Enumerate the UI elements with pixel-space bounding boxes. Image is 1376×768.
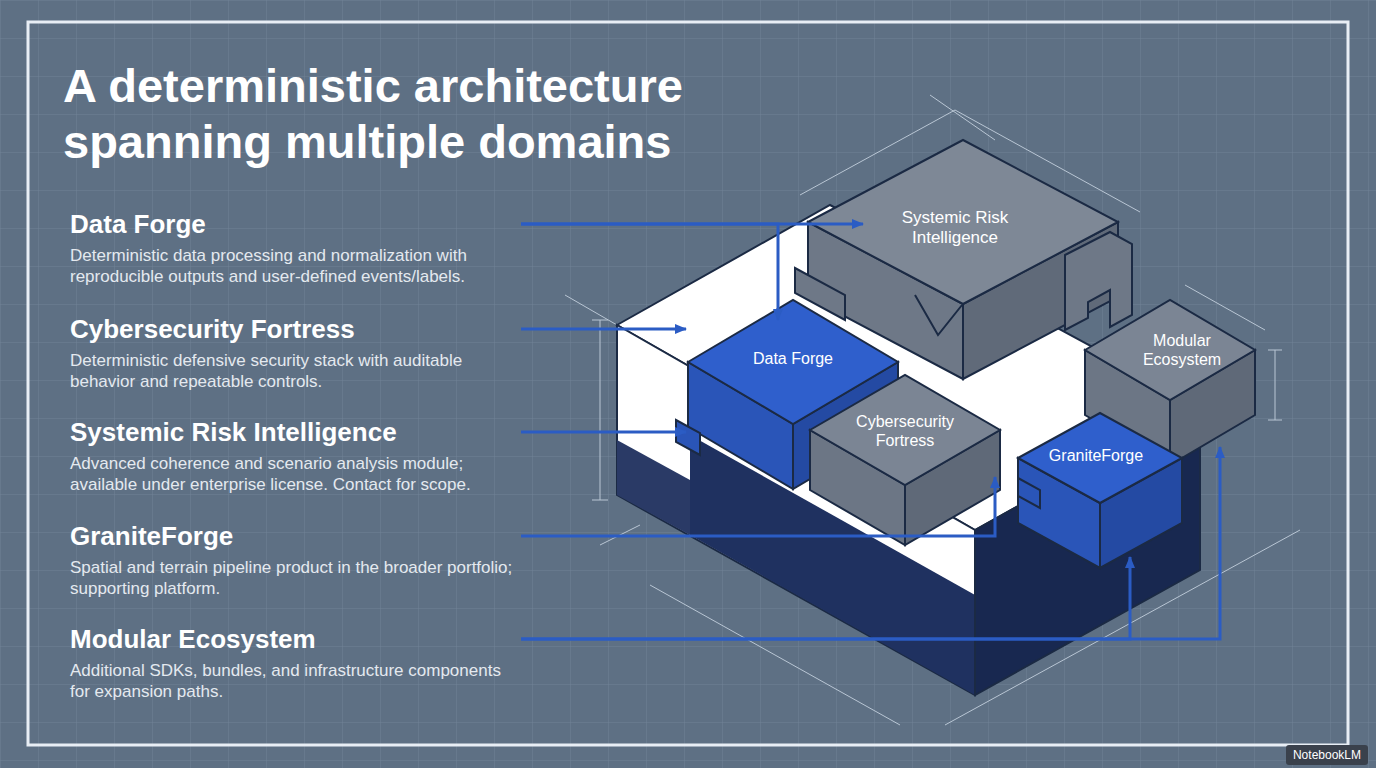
list-item: Data ForgeDeterministic data processing … — [70, 207, 515, 287]
watermark: NotebookLM — [1286, 745, 1368, 765]
list-item: Systemic Risk IntelligenceAdvanced coher… — [70, 415, 515, 495]
leader-arrow — [521, 223, 863, 226]
list-item: Cybersecurity FortressDeterministic defe… — [70, 312, 515, 392]
item-heading: Modular Ecosystem — [70, 622, 316, 656]
block-top — [1085, 300, 1255, 400]
item-description: Advanced coherence and scenario analysis… — [70, 453, 515, 495]
leader-arrow — [521, 557, 1130, 639]
block-label: Modular Ecosystem — [1122, 331, 1242, 369]
module-block: GraniteForge — [1027, 435, 1165, 555]
item-description: Deterministic data processing and normal… — [70, 245, 515, 287]
item-description: Spatial and terrain pipeline product in … — [70, 557, 515, 599]
title: A deterministic architecture spanning mu… — [63, 58, 853, 170]
block-label: Data Forge — [718, 349, 868, 368]
item-heading: Systemic Risk Intelligence — [70, 415, 397, 449]
module-block: Data Forge — [688, 322, 872, 440]
leader-arrow — [521, 447, 1220, 639]
leader-arrow — [521, 431, 686, 434]
module-block: Cybersecurity Fortress — [830, 400, 1003, 475]
block-label: Systemic Risk Intelligence — [870, 208, 1040, 249]
block-top — [810, 375, 1000, 485]
dimension-lines — [565, 95, 1300, 725]
leader-arrow — [521, 224, 778, 320]
item-heading: Data Forge — [70, 207, 206, 241]
module-block: Modular Ecosystem — [1105, 318, 1255, 445]
item-description: Additional SDKs, bundles, and infrastruc… — [70, 660, 515, 702]
puzzle-tab — [676, 420, 700, 455]
funnel-mark — [915, 295, 962, 335]
leader-arrow — [521, 477, 995, 536]
block-top — [1018, 413, 1182, 503]
item-description: Deterministic defensive security stack w… — [70, 350, 515, 392]
block-label: GraniteForge — [1031, 446, 1161, 465]
bracket-piece — [1065, 232, 1132, 330]
list-item: GraniteForgeSpatial and terrain pipeline… — [70, 519, 515, 599]
list-item: Modular EcosystemAdditional SDKs, bundle… — [70, 622, 515, 702]
frame — [28, 22, 1348, 745]
item-heading: GraniteForge — [70, 519, 233, 553]
puzzle-tab — [1018, 478, 1040, 508]
block-label: Cybersecurity Fortress — [835, 412, 975, 450]
module-block: Systemic Risk Intelligence — [865, 196, 1045, 260]
leader-arrow — [521, 328, 686, 331]
platform-corner — [617, 440, 690, 535]
platform-right-face — [975, 405, 1200, 695]
item-heading: Cybersecurity Fortress — [70, 312, 355, 346]
